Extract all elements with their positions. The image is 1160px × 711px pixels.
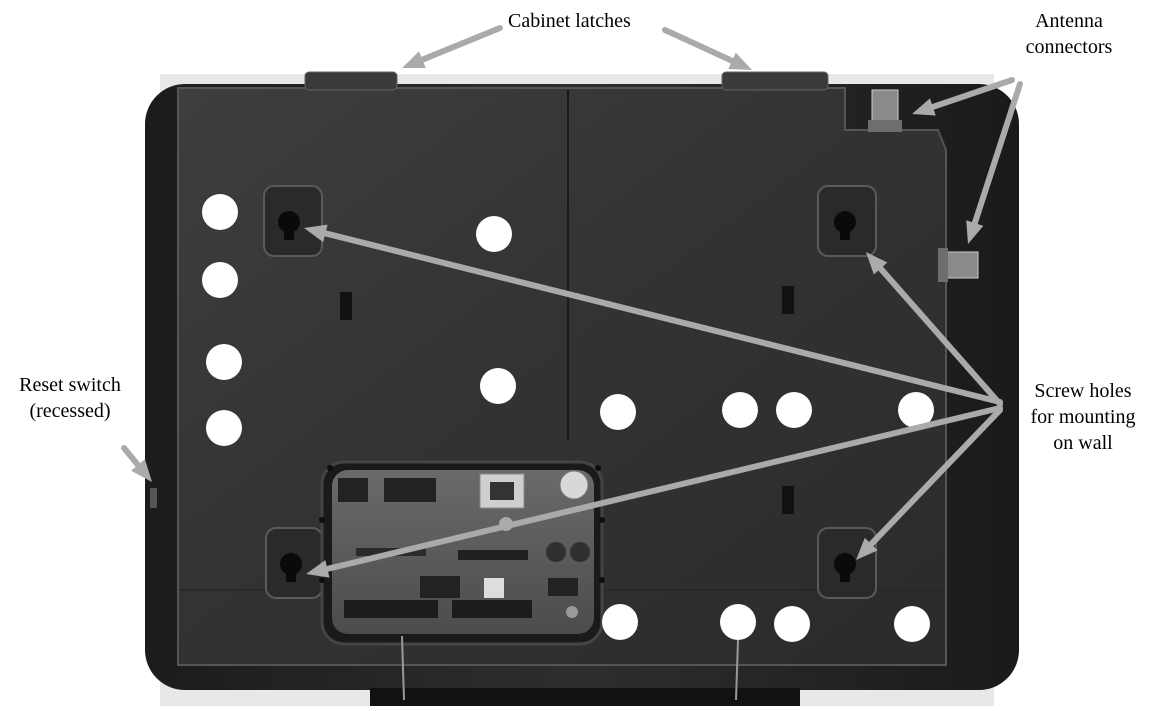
cabinet-latch-left bbox=[304, 71, 398, 91]
keyhole-bracket-top-right bbox=[817, 185, 877, 257]
board-standoffs bbox=[319, 465, 605, 583]
knockout-hole bbox=[722, 392, 758, 428]
knockout-hole bbox=[202, 262, 238, 298]
knockout-hole bbox=[206, 344, 242, 380]
cabinet-foot bbox=[370, 688, 800, 706]
knockout-hole bbox=[774, 606, 810, 642]
knockout-hole bbox=[602, 604, 638, 640]
arrow-screw-bottom-left bbox=[306, 405, 1003, 578]
label-screw-line1: Screw holes bbox=[1034, 380, 1132, 402]
slot-right-lower bbox=[782, 486, 794, 514]
label-reset-line2: (recessed) bbox=[29, 400, 111, 422]
arrow-cabinet-latch-left bbox=[402, 25, 503, 69]
arrow-antenna-side bbox=[966, 81, 1023, 244]
knockout-hole bbox=[894, 606, 930, 642]
label-cabinet-latches: Cabinet latches bbox=[508, 10, 631, 32]
label-screw-holes: Screw holes for mounting on wall bbox=[1018, 378, 1148, 456]
knockout-holes bbox=[202, 194, 934, 642]
slot-right-upper bbox=[782, 286, 794, 314]
cabinet-latch-right bbox=[721, 71, 829, 91]
circuit-board bbox=[320, 460, 604, 646]
knockout-hole bbox=[202, 194, 238, 230]
annotation-arrows bbox=[121, 25, 1023, 578]
arrow-screw-top-right bbox=[866, 252, 1003, 407]
knockout-hole bbox=[600, 394, 636, 430]
arrow-cabinet-latch-right bbox=[662, 27, 752, 70]
knockout-hole bbox=[776, 392, 812, 428]
arrow-reset-switch bbox=[121, 445, 152, 482]
arrow-screw-top-left bbox=[304, 224, 1003, 405]
antenna-connector-top bbox=[868, 89, 902, 132]
cable-left bbox=[401, 635, 405, 701]
keyhole-bracket-bottom-right bbox=[817, 527, 877, 599]
label-antenna-connectors: Antenna connectors bbox=[1008, 8, 1130, 60]
label-screw-line3: on wall bbox=[1053, 432, 1113, 454]
knockout-hole bbox=[898, 392, 934, 428]
keyhole-bracket-top-left bbox=[263, 185, 323, 257]
label-antenna-line2: connectors bbox=[1025, 36, 1113, 58]
knockout-hole bbox=[720, 604, 756, 640]
label-antenna-line1: Antenna bbox=[1035, 10, 1103, 32]
knockout-hole bbox=[206, 410, 242, 446]
antenna-connector-side bbox=[938, 248, 979, 282]
keyhole-bracket-bottom-left bbox=[265, 527, 323, 599]
label-reset-switch: Reset switch (recessed) bbox=[6, 372, 134, 424]
arrow-antenna-top bbox=[912, 77, 1015, 116]
knockout-hole bbox=[476, 216, 512, 252]
knockout-hole bbox=[480, 368, 516, 404]
label-reset-line1: Reset switch bbox=[19, 374, 121, 396]
cable-right bbox=[735, 639, 739, 701]
label-screw-line2: for mounting bbox=[1030, 406, 1136, 428]
slot-left bbox=[340, 292, 352, 320]
reset-switch bbox=[150, 488, 157, 508]
arrow-screw-bottom-right bbox=[856, 407, 1003, 560]
